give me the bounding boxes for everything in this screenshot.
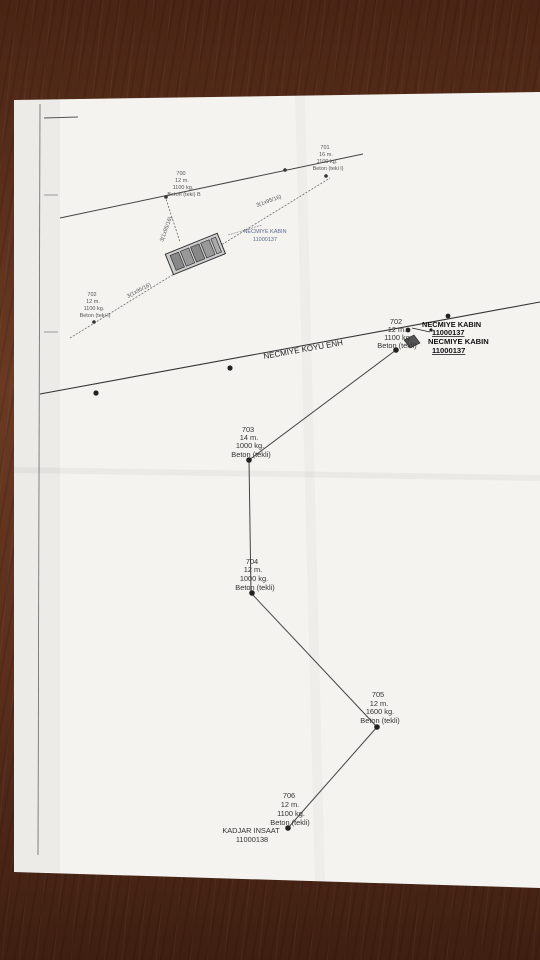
- cabin-1-name: NECMIYE KABIN: [422, 320, 481, 329]
- inset-node: [92, 320, 96, 324]
- pole-700-weight: 1100 kg.: [173, 185, 194, 191]
- cabin-1-code: 11000137: [432, 328, 464, 337]
- inset-line-dotted: [69, 177, 331, 339]
- pole-704-length: 12 m.: [244, 565, 262, 574]
- pole-701-weight: 1100 kg.: [317, 159, 338, 165]
- pole-700-length: 12 m.: [175, 178, 189, 184]
- pole-node-702: [393, 347, 399, 353]
- span-705-706: [287, 726, 378, 829]
- paper: [14, 92, 540, 888]
- pole-706-type: Beton (tekli): [270, 818, 309, 827]
- pole-node: [93, 390, 99, 396]
- pole-703-type: Beton (tekli): [231, 450, 270, 459]
- consumer-code: 11000138: [236, 835, 268, 844]
- pole-702-type: Beton (tekli): [377, 341, 416, 350]
- pole-704-id: 704: [246, 557, 258, 566]
- pole-700-type: Beton (teki) B: [167, 192, 201, 198]
- cabin-drawing: [164, 232, 227, 276]
- span-703-704: [248, 459, 252, 594]
- inset-node: [164, 195, 168, 199]
- pole-node: [405, 327, 411, 333]
- cabin-symbol: [403, 327, 433, 349]
- span-704-705: [250, 592, 378, 728]
- pole-702a-type: Beton (teki l): [80, 313, 111, 319]
- border-left: [37, 103, 41, 856]
- pole-702a-id: 702: [87, 292, 96, 298]
- pole-700-id: 700: [176, 171, 185, 177]
- pole-702a-weight: 1100 kg.: [84, 306, 105, 312]
- pole-706-id: 706: [283, 791, 295, 800]
- pole-705-weight: 1600 kg.: [366, 707, 394, 716]
- pole-704-type: Beton (tekli): [235, 583, 274, 592]
- pole-node-703: [246, 457, 252, 463]
- inset-node: [324, 174, 328, 178]
- cabin-2-name: NECMIYE KABIN: [428, 337, 489, 346]
- inset-node: [283, 168, 287, 172]
- pole-node-704: [249, 590, 255, 596]
- pole-703-id: 703: [242, 425, 254, 434]
- span-702-703: [248, 349, 397, 461]
- pole-706-length: 12 m.: [281, 800, 299, 809]
- main-feeder-line: [39, 301, 540, 395]
- inset-line-dotted-2: [164, 195, 181, 243]
- pole-705-length: 12 m.: [370, 699, 388, 708]
- pole-703-weight: 1000 kg.: [236, 441, 264, 450]
- pole-703-length: 14 m.: [240, 433, 258, 442]
- cabin-2-code: 11000137: [432, 346, 465, 355]
- pole-705-type: Beton (tekli): [360, 716, 399, 725]
- pole-701-type: Beton (teki l): [313, 166, 344, 172]
- pole-701-id: 701: [320, 145, 329, 151]
- pole-702a-length: 12 m.: [86, 299, 100, 305]
- pole-node-706: [285, 825, 291, 831]
- pole-node: [445, 313, 451, 319]
- inset-line-top: [59, 153, 364, 219]
- consumer-name: KADJAR INSAAT: [222, 826, 280, 835]
- inset-cabin-name: NECMIYE KABIN: [243, 229, 286, 235]
- pole-node: [227, 365, 233, 371]
- pole-702-length: 12 m.: [388, 325, 406, 334]
- pole-701-length: 16 m.: [319, 152, 333, 158]
- inset-cabin-code: 11000137: [253, 237, 277, 243]
- pole-702-id: 702: [390, 317, 402, 326]
- pole-706-weight: 1100 kg.: [277, 809, 305, 818]
- pole-704-weight: 1000 kg.: [240, 574, 268, 583]
- border-top-mark: [43, 116, 79, 119]
- main-network: NECMIYE KOYU ENH NECMIYE KABIN 11000137 …: [39, 301, 540, 844]
- paper-shadow: [14, 98, 60, 872]
- pole-node-705: [374, 724, 380, 730]
- pole-702-weight: 1100 kg.: [384, 333, 412, 342]
- pole-705-id: 705: [372, 690, 384, 699]
- paper-fold: [13, 467, 540, 481]
